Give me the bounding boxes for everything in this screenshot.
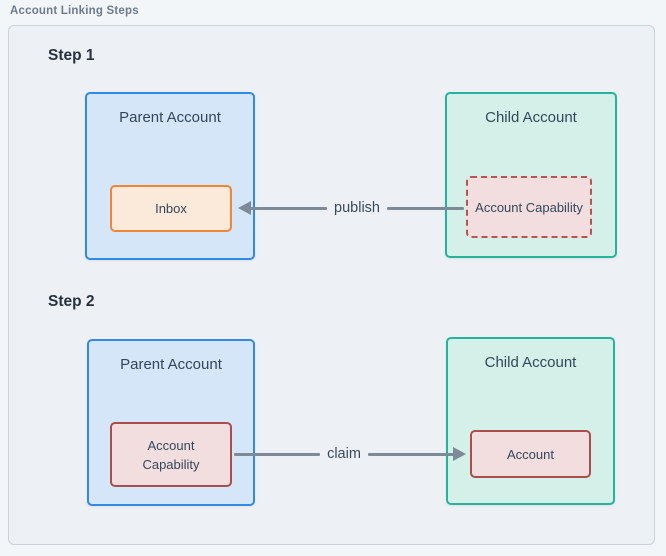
arrow-line — [367, 452, 454, 456]
step2-account-node: Account — [470, 430, 591, 478]
claim-arrow: claim — [234, 442, 466, 466]
publish-arrow-label: publish — [334, 200, 380, 216]
publish-arrow: publish — [238, 196, 465, 220]
step1-parent-account-box: Parent Account — [85, 92, 255, 260]
step2-account-capability-node: Account Capability — [110, 422, 232, 487]
step1-inbox-node: Inbox — [110, 185, 232, 232]
step2-child-account-title: Child Account — [484, 354, 577, 371]
diagram-title: Account Linking Steps — [10, 5, 139, 17]
step2-parent-account-title: Parent Account — [120, 356, 222, 373]
arrow-line — [386, 206, 465, 210]
step1-parent-account-title: Parent Account — [119, 109, 221, 126]
claim-arrow-label: claim — [327, 446, 361, 462]
step1-account-capability-node: Account Capability — [466, 176, 592, 238]
arrow-line — [250, 206, 328, 210]
step1-child-account-title: Child Account — [485, 109, 577, 126]
arrowhead-right-icon — [453, 447, 466, 461]
step-1-heading: Step 1 — [48, 47, 95, 64]
step-2-heading: Step 2 — [48, 293, 95, 310]
arrowhead-left-icon — [238, 201, 251, 215]
arrow-line — [234, 452, 321, 456]
step2-child-account-box: Child Account — [446, 337, 615, 505]
